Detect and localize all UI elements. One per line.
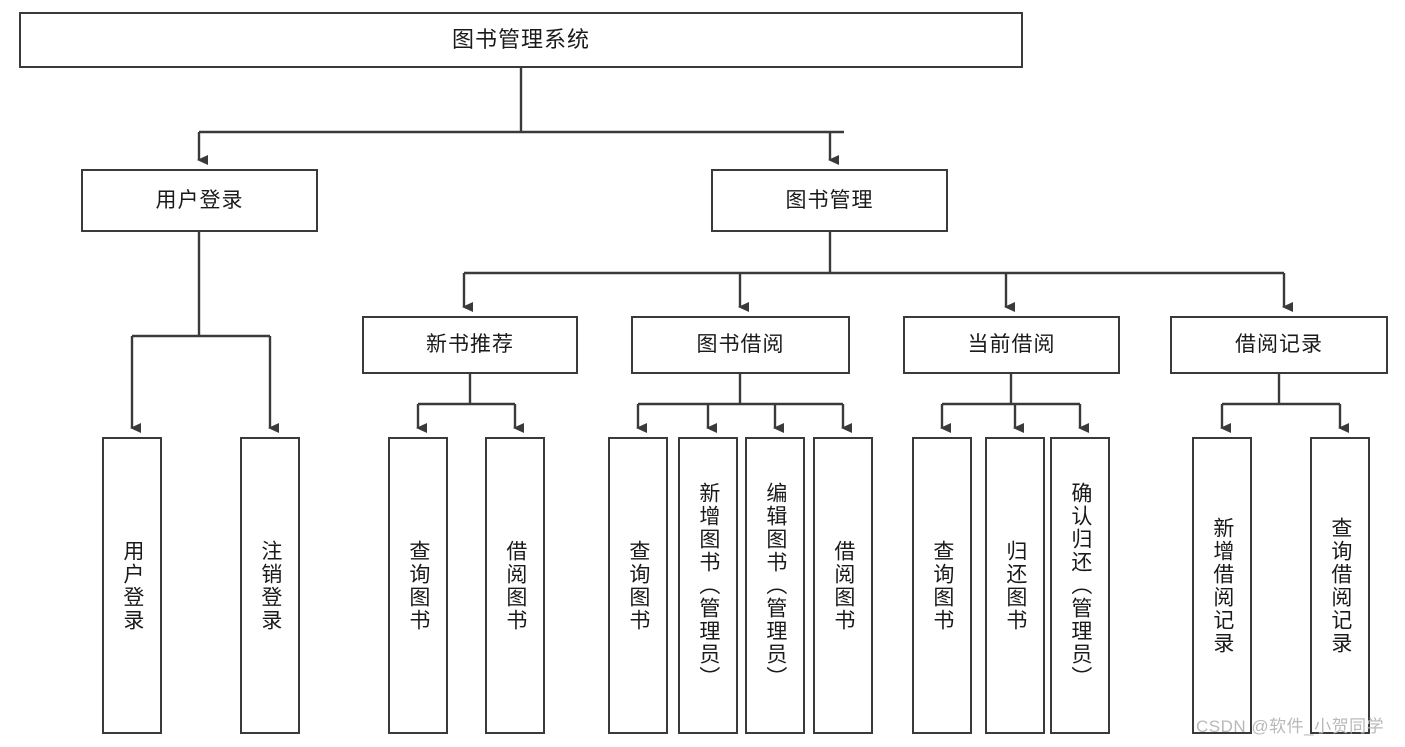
- node-leaf-logout[interactable]: 注销登录: [240, 437, 300, 734]
- node-new-book-recommend[interactable]: 新书推荐: [362, 316, 578, 374]
- node-borrow-record[interactable]: 借阅记录: [1170, 316, 1388, 374]
- node-leaf-edit-book[interactable]: 编辑图书（管理员）: [745, 437, 805, 734]
- node-current-borrow[interactable]: 当前借阅: [903, 316, 1120, 374]
- node-user-login[interactable]: 用户登录: [81, 169, 318, 232]
- node-leaf-query-book-2[interactable]: 查询图书: [608, 437, 668, 734]
- node-leaf-query-book-3[interactable]: 查询图书: [912, 437, 972, 734]
- node-book-borrow[interactable]: 图书借阅: [631, 316, 850, 374]
- node-leaf-query-record[interactable]: 查询借阅记录: [1310, 437, 1370, 734]
- node-root[interactable]: 图书管理系统: [19, 12, 1023, 68]
- node-leaf-confirm-return[interactable]: 确认归还（管理员）: [1050, 437, 1110, 734]
- node-leaf-add-record[interactable]: 新增借阅记录: [1192, 437, 1252, 734]
- node-leaf-borrow-book-2[interactable]: 借阅图书: [813, 437, 873, 734]
- csdn-watermark: CSDN @软件_小贺同学: [1196, 717, 1385, 736]
- node-leaf-user-login[interactable]: 用户登录: [102, 437, 162, 734]
- node-leaf-return-book[interactable]: 归还图书: [985, 437, 1045, 734]
- node-book-manage[interactable]: 图书管理: [711, 169, 948, 232]
- node-leaf-borrow-book-1[interactable]: 借阅图书: [485, 437, 545, 734]
- node-leaf-add-book[interactable]: 新增图书（管理员）: [678, 437, 738, 734]
- node-leaf-query-book-1[interactable]: 查询图书: [388, 437, 448, 734]
